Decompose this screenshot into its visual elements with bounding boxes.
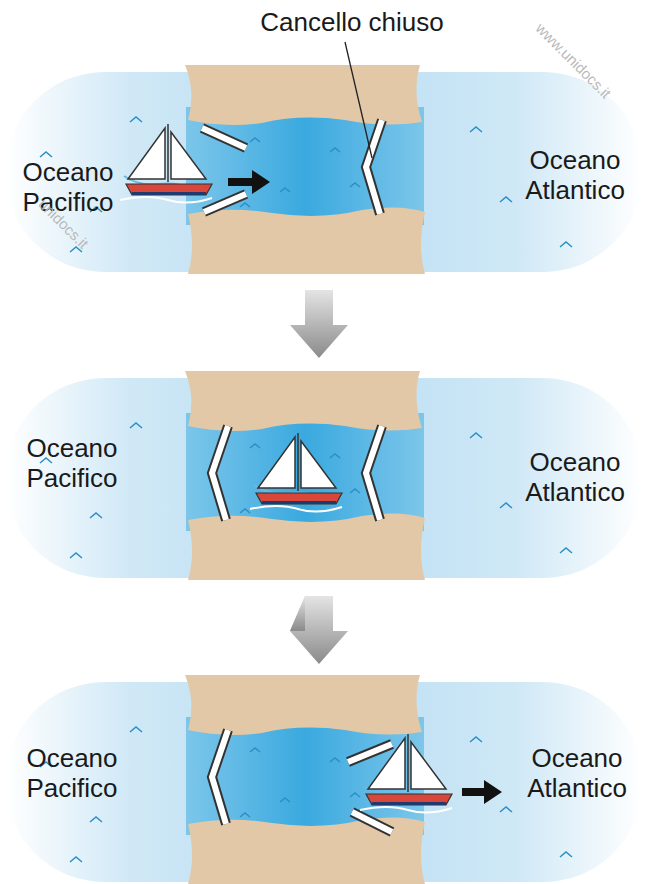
leader-line <box>345 42 372 158</box>
ocean-label: Oceano Pacifico <box>8 158 128 218</box>
down-arrow <box>290 596 348 664</box>
ocean-label: Oceano Pacifico <box>12 744 132 804</box>
ocean-label: Oceano Atlantico <box>512 744 642 804</box>
ocean-label: Oceano Pacifico <box>12 434 132 494</box>
lock-stage-3 <box>5 675 643 884</box>
lock-stage-1 <box>5 65 643 274</box>
lock-stage-2 <box>5 371 643 580</box>
down-arrow <box>290 290 348 358</box>
callout-label: Cancello chiuso <box>260 8 444 38</box>
ocean-label: Oceano Atlantico <box>510 448 640 508</box>
ocean-label: Oceano Atlantico <box>510 146 640 206</box>
